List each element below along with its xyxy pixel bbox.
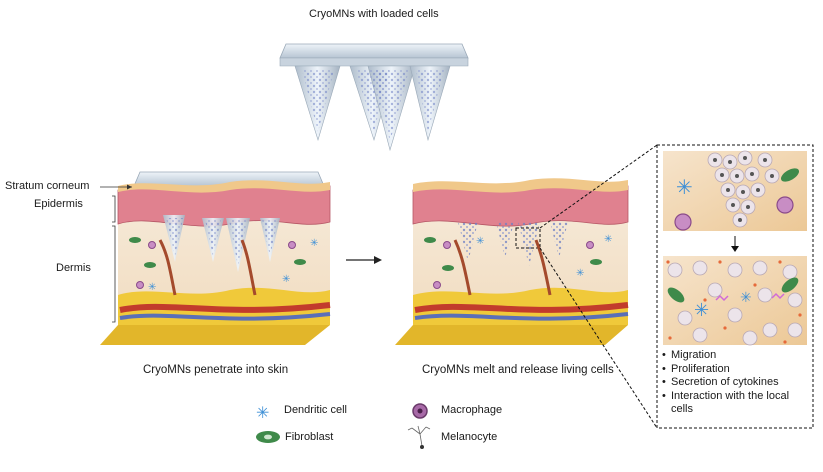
- label-dermis: Dermis: [56, 262, 91, 274]
- legend-melanocyte-label: Melanocyte: [441, 431, 498, 443]
- svg-text:✳: ✳: [576, 268, 584, 279]
- svg-text:✳: ✳: [694, 300, 709, 321]
- melanocyte-icon: [407, 425, 431, 449]
- svg-text:✳: ✳: [676, 175, 693, 199]
- legend-icons: ✳: [256, 403, 431, 449]
- skin-block-right: ✳ ✳ ✳: [395, 178, 629, 345]
- bullet-interaction: Interaction with the local cells: [662, 390, 812, 417]
- inset-bullet-list: Migration Proliferation Secretion of cyt…: [662, 349, 812, 417]
- bullet-proliferation: Proliferation: [662, 363, 812, 377]
- caption-right: CryoMNs melt and release living cells: [422, 364, 614, 376]
- svg-text:✳: ✳: [282, 274, 290, 285]
- svg-text:✳: ✳: [604, 234, 612, 245]
- legend-macrophage-label: Macrophage: [441, 404, 503, 416]
- svg-text:✳: ✳: [476, 236, 484, 247]
- bullet-cytokines: Secretion of cytokines: [662, 376, 812, 390]
- svg-text:✳: ✳: [148, 282, 156, 293]
- label-stratum-corneum: Stratum corneum: [5, 180, 90, 192]
- svg-text:✳: ✳: [740, 290, 752, 306]
- top-title: CryoMNs with loaded cells: [309, 8, 439, 20]
- microneedle-patch-top: [279, 43, 469, 152]
- bullet-migration: Migration: [662, 349, 812, 363]
- skin-block-left: ✳ ✳ ✳: [100, 171, 331, 345]
- svg-text:✳: ✳: [310, 238, 318, 249]
- transition-arrow: [346, 256, 382, 264]
- label-epidermis: Epidermis: [34, 198, 83, 210]
- zoom-leader-lines: [539, 144, 658, 429]
- dendritic-cell-icon: ✳: [256, 403, 269, 422]
- layer-brackets: [100, 184, 132, 323]
- legend-fibroblast-label: Fibroblast: [285, 431, 334, 443]
- caption-left: CryoMNs penetrate into skin: [143, 364, 289, 376]
- legend-dendritic-label: Dendritic cell: [284, 404, 347, 416]
